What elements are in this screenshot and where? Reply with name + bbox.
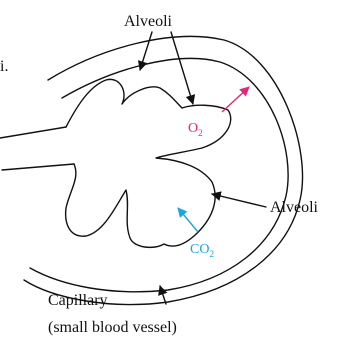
capillary-label-line2: (small blood vessel) [48,319,177,336]
airway-upper-wall [0,127,66,138]
carbon-dioxide-symbol: CO [190,242,209,257]
carbon-dioxide-subscript: 2 [209,249,214,259]
oxygen-label: O2 [188,121,203,138]
carbon-dioxide-label: CO2 [190,242,214,259]
oxygen-subscript: 2 [198,128,203,138]
capillary-outer-wall [24,36,303,304]
airway-lower-wall [2,164,74,170]
alveoli-right-label: Alveoli [270,199,319,216]
alveoli-right-pointer [212,194,266,207]
capillary-label-line1: Capillary [48,292,108,309]
oxygen-arrow [222,87,249,112]
capillary-inner-wall [30,58,288,291]
capillary-pointer [160,286,166,304]
alveoli-sac [66,79,231,247]
alveoli-top-pointer-right [171,32,193,104]
carbon-dioxide-arrow [178,208,198,232]
corner-label: i. [0,58,8,75]
oxygen-symbol: O [188,121,198,136]
alveoli-top-label: Alveoli [124,13,173,30]
